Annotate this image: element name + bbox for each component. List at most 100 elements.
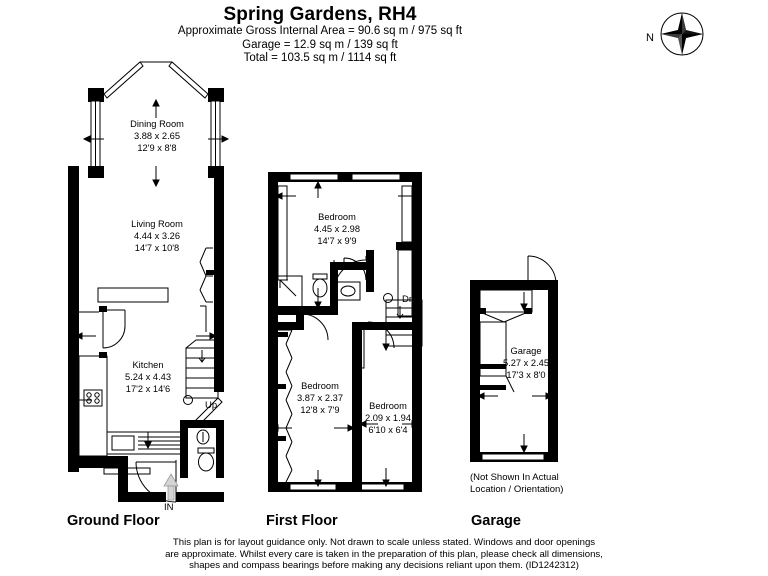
newel-post-first bbox=[383, 293, 393, 303]
ff-right-recess-lower bbox=[397, 249, 413, 317]
door-wc bbox=[195, 397, 223, 425]
stair-winder bbox=[185, 339, 218, 349]
window-ff-top-left bbox=[289, 173, 339, 181]
room-metric-bedroom-1: 4.45 x 2.98 bbox=[314, 224, 360, 234]
garage-recess-angle bbox=[479, 311, 529, 323]
wall-wc-right bbox=[216, 420, 224, 478]
room-label-dining: Dining Room bbox=[130, 119, 184, 129]
wall-right-stair bbox=[214, 332, 224, 392]
room-metric-bedroom-2: 3.87 x 2.37 bbox=[297, 393, 343, 403]
wall-wc-top bbox=[180, 420, 224, 428]
wall-right-upper bbox=[214, 166, 224, 332]
compass-rose: N bbox=[646, 8, 708, 66]
window-ff-bottom-right bbox=[357, 483, 405, 491]
alcove-detail bbox=[199, 247, 213, 303]
room-label-bedroom-1: Bedroom bbox=[318, 212, 356, 222]
entrance-label-in: IN bbox=[164, 502, 174, 513]
wall-garage-left bbox=[470, 280, 480, 462]
wall-left-doorjamb bbox=[68, 332, 79, 346]
wall-ff-left bbox=[268, 172, 278, 492]
doorjamb-master bbox=[366, 250, 374, 292]
ground-floor-plan: Dining Room 3.88 x 2.65 12'9 x 8'8 Livin… bbox=[68, 61, 230, 513]
dimension-arrows-ff bbox=[270, 180, 420, 488]
wall-ff-right bbox=[412, 172, 422, 492]
room-metric-kitchen: 5.24 x 4.43 bbox=[125, 372, 171, 382]
caption-first-floor: First Floor bbox=[266, 513, 338, 529]
doorjamb-b bbox=[99, 352, 107, 358]
compass-north-label: N bbox=[646, 32, 654, 44]
stair-label-dn: Dn bbox=[402, 294, 414, 305]
garage-step-2 bbox=[480, 385, 506, 390]
garage-plan: Garage 5.27 x 2.45 17'3 x 8'0 bbox=[470, 255, 558, 462]
room-imperial-bedroom-1: 14'7 x 9'9 bbox=[317, 236, 356, 246]
disclaimer: This plan is for layout guidance only. N… bbox=[0, 537, 768, 572]
wall-bath-right bbox=[330, 262, 338, 314]
caption-ground-floor: Ground Floor bbox=[67, 513, 160, 529]
wall-pier-top-left bbox=[88, 88, 104, 102]
staircase-ground bbox=[185, 347, 219, 399]
door-bedroom2 bbox=[301, 313, 329, 341]
bath-toilet bbox=[312, 278, 328, 298]
wc-basin bbox=[196, 429, 210, 445]
wall-pier-top-right bbox=[208, 88, 224, 102]
room-imperial-dining: 12'9 x 8'8 bbox=[137, 143, 176, 153]
garage-note-line-2: Location / Orientation) bbox=[470, 483, 564, 495]
area-summary-line-1: Approximate Gross Internal Area = 90.6 s… bbox=[177, 25, 463, 37]
wall-garage-top bbox=[470, 280, 558, 290]
wall-left-upper bbox=[68, 166, 79, 332]
alcove-pier bbox=[206, 270, 215, 275]
room-label-living: Living Room bbox=[131, 219, 183, 229]
wall-hall-bottom-left bbox=[118, 492, 166, 502]
room-imperial-bedroom-3: 6'10 x 6'4 bbox=[368, 425, 407, 435]
room-metric-dining: 3.88 x 2.65 bbox=[134, 131, 180, 141]
disclaimer-line-3: shapes and compass bearings before makin… bbox=[189, 560, 579, 572]
window-ff-top-right bbox=[351, 173, 401, 181]
wall-bath-top bbox=[338, 262, 366, 270]
room-imperial-kitchen: 17'2 x 14'6 bbox=[126, 384, 170, 394]
garage-location-note: (Not Shown In Actual Location / Orientat… bbox=[470, 472, 590, 495]
alcove-edge bbox=[200, 305, 207, 332]
bed3-left-jamb bbox=[357, 325, 365, 369]
wall-ff-bottom bbox=[268, 482, 422, 492]
caption-garage: Garage bbox=[471, 513, 521, 529]
doorjamb-a bbox=[99, 306, 107, 312]
wall-bottom-left bbox=[68, 456, 118, 468]
door-garage-entry bbox=[527, 255, 557, 285]
door-bathroom bbox=[343, 257, 367, 281]
room-label-bedroom-3: Bedroom bbox=[369, 401, 407, 411]
room-label-kitchen: Kitchen bbox=[132, 360, 163, 370]
wall-bed2-top bbox=[268, 322, 304, 330]
garage-recess-top bbox=[479, 289, 533, 313]
room-label-bedroom-2: Bedroom bbox=[301, 381, 339, 391]
area-summary-line-2: Garage = 12.9 sq m / 139 sq ft bbox=[242, 38, 398, 51]
doorjamb-bed2 bbox=[296, 314, 304, 322]
compass-icon bbox=[660, 12, 704, 56]
room-metric-living: 4.44 x 3.26 bbox=[134, 231, 180, 241]
wall-hall-bottom-right bbox=[176, 492, 224, 502]
door-kitchen-side bbox=[102, 310, 126, 349]
bifold-door-right bbox=[168, 61, 209, 99]
kitchen-hob bbox=[83, 389, 103, 407]
stair-direction-arrow bbox=[198, 350, 206, 363]
room-imperial-living: 14'7 x 10'8 bbox=[135, 243, 179, 253]
wc-toilet bbox=[198, 452, 214, 472]
page-title: Spring Gardens, RH4 bbox=[223, 4, 417, 25]
wall-pier-left-mid bbox=[88, 166, 104, 178]
stair-label-up: Up bbox=[205, 400, 217, 411]
wall-bed-divider bbox=[352, 322, 362, 492]
disclaimer-line-1: This plan is for layout guidance only. N… bbox=[172, 537, 596, 548]
bath-basin bbox=[335, 281, 361, 301]
stair-direction-arrow-dn bbox=[396, 306, 404, 319]
wall-garage-right bbox=[548, 280, 558, 462]
wall-hall-left bbox=[118, 456, 128, 502]
garage-door bbox=[481, 453, 545, 461]
wall-bath-bottom bbox=[268, 306, 338, 315]
bath-shower-tray bbox=[275, 275, 303, 309]
door-entrance-swing bbox=[135, 460, 177, 503]
room-metric-garage: 5.27 x 2.45 bbox=[503, 358, 549, 368]
bifold-door-left bbox=[103, 61, 144, 99]
garage-angle-detail bbox=[505, 375, 515, 393]
ff-right-recess-upper bbox=[401, 185, 413, 243]
